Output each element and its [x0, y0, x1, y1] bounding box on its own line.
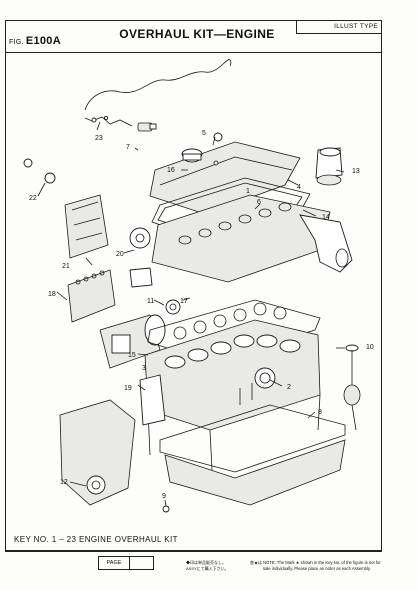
callout-18: 18 [48, 291, 56, 298]
japanese-note: ◆印は単品販売なし。 各★はASSYにて購入下さい。 [186, 560, 262, 571]
footer-divider [5, 551, 382, 552]
page-title: OVERHAUL KIT—ENGINE [119, 27, 275, 41]
figure-frame [5, 20, 382, 551]
callout-15: 15 [128, 352, 136, 359]
callout-14: 14 [322, 214, 330, 221]
callout-3: 3 [142, 365, 146, 372]
page-box: PAGE [98, 556, 154, 570]
callout-23: 23 [95, 135, 103, 142]
callout-1: 1 [246, 188, 250, 195]
callout-9: 9 [162, 493, 166, 500]
callout-12: 12 [60, 479, 68, 486]
callout-2: 2 [287, 384, 291, 391]
callout-4: 4 [297, 184, 301, 191]
callout-19: 19 [124, 385, 132, 392]
callout-5: 5 [202, 130, 206, 137]
illust-type-label: ILLUST TYPE [296, 20, 382, 34]
oil-pan-gasket [159, 404, 346, 473]
fig-code: E100A [25, 35, 61, 47]
key-number-legend: KEY NO. 1 – 23 ENGINE OVERHAUL KIT [14, 535, 178, 544]
callout-11: 11 [147, 298, 154, 305]
callout-17: 17 [180, 298, 188, 305]
fig-prefix: FIG. [9, 39, 24, 46]
gasket-wire [84, 59, 232, 111]
leader-lines [37, 121, 345, 507]
cylinder-block [144, 319, 321, 431]
callout-labels: 5 16 23 7 4 13 6 14 22 20 21 18 11 17 15… [29, 130, 374, 500]
callout-22: 22 [29, 195, 37, 202]
oil-pan [164, 439, 346, 506]
callout-21: 21 [62, 263, 70, 270]
callout-7: 7 [126, 144, 130, 151]
callout-13: 13 [352, 168, 360, 175]
callout-8: 8 [318, 409, 322, 416]
callout-20: 20 [116, 251, 124, 258]
callout-16: 16 [167, 167, 175, 174]
assembly-note: NOTE: The Mark ★ shown in the Key No. of… [263, 560, 381, 571]
figure-number: FIG.E100A [9, 35, 61, 47]
timing-cover [59, 399, 136, 506]
header-divider [5, 52, 382, 53]
cylinder-head [151, 194, 331, 283]
callout-10: 10 [366, 344, 374, 351]
page-label: PAGE [99, 557, 130, 569]
callout-6: 6 [257, 199, 261, 206]
head-gasket [147, 299, 321, 363]
